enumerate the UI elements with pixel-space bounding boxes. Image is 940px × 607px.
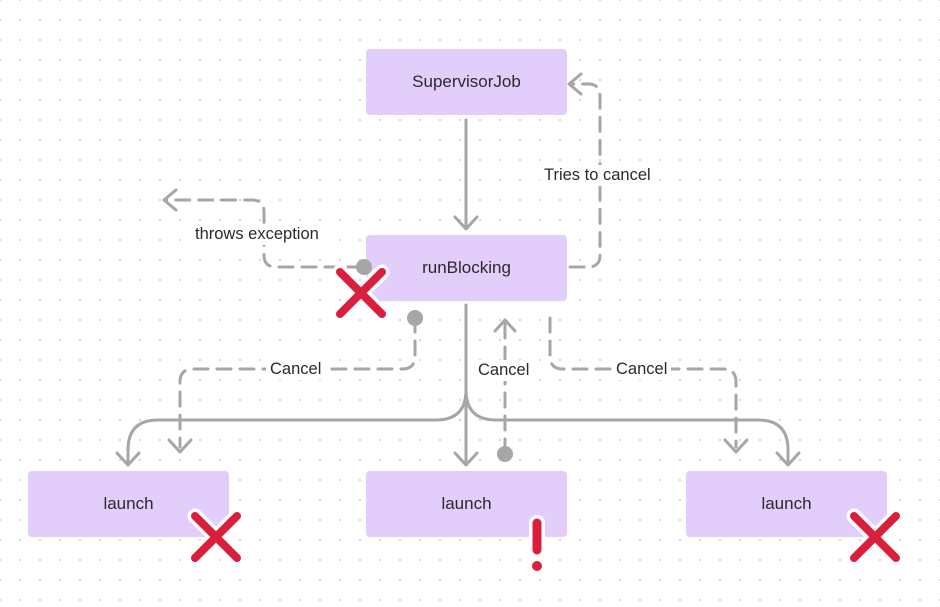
arrow-runblocking-to-launch-left <box>126 388 468 466</box>
exclamation-icon <box>529 515 545 574</box>
label-cancel-left: Cancel <box>266 359 326 380</box>
arrowhead-supervisor <box>567 72 583 96</box>
arrowhead-launch-middle <box>453 451 479 467</box>
arrowhead-cancel-left <box>167 438 193 454</box>
label-tries-to-cancel: Tries to cancel <box>540 165 655 186</box>
node-supervisor-job[interactable]: SupervisorJob <box>366 49 567 115</box>
dot-cancel-middle <box>497 446 513 462</box>
arrowhead-throws-exception <box>162 188 178 212</box>
dot-runblocking-exception <box>356 259 372 275</box>
cancelled-cross-icon <box>187 508 245 566</box>
label-cancel-right: Cancel <box>612 359 672 380</box>
cancelled-cross-icon <box>846 508 904 566</box>
node-run-blocking[interactable]: runBlocking <box>366 235 567 301</box>
arrowhead-launch-left <box>115 451 141 467</box>
arrowhead-cancel-middle <box>493 318 517 333</box>
cancelled-cross-icon <box>332 264 390 322</box>
node-launch-left[interactable]: launch <box>28 471 229 537</box>
arrowhead-launch-right <box>775 451 801 467</box>
label-cancel-middle: Cancel <box>474 360 534 381</box>
arrow-runblocking-to-launch-right <box>464 388 790 466</box>
dot-cancel-left <box>407 310 423 326</box>
arrowhead-cancel-right <box>723 438 749 454</box>
arrowhead-runblocking <box>453 215 479 231</box>
label-throws-exception: throws exception <box>191 224 323 245</box>
